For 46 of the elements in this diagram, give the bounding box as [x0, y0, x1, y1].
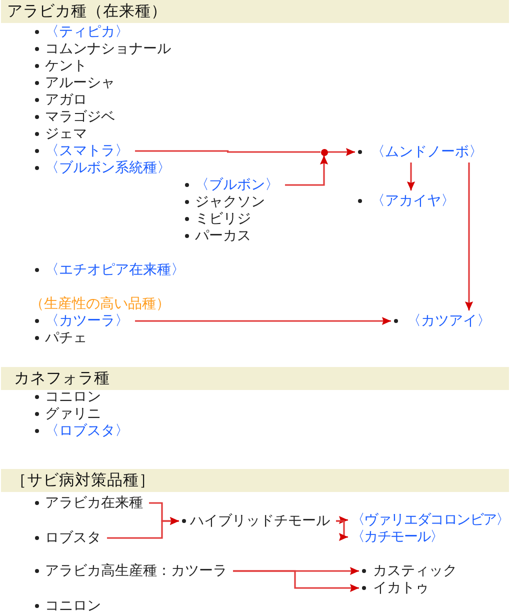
variety-name: アガロ: [45, 92, 87, 108]
variety-name: ケント: [45, 58, 87, 74]
variety-name: 〈ヴァリエダコロンビア〉: [351, 512, 510, 528]
variety-name: アラビカ高生産種：カツーラ: [45, 562, 227, 580]
variety-name: ジェマ: [45, 126, 87, 142]
variety-name: 〈ティピカ〉: [45, 24, 129, 40]
arrow: [107, 516, 179, 539]
group-note: （生産性の高い品種）: [30, 296, 170, 312]
variety-name: 〈アカイヤ〉: [371, 192, 455, 210]
variety-name: 〈エチオピア在来種〉: [45, 262, 185, 278]
variety-name: ハイブリッドチモール: [190, 512, 330, 530]
variety-name: パチェ: [45, 330, 87, 346]
arrow: [464, 162, 474, 310]
section-band: ［サビ病対策品種］: [1, 469, 509, 492]
variety-name: カスティック: [373, 562, 457, 580]
section-band: アラビカ種（在来種）: [1, 0, 509, 23]
variety-name: ミビリジ: [195, 210, 251, 228]
arrow: [233, 570, 359, 592]
variety-name: アラビカ在来種: [45, 494, 143, 512]
variety-name: 〈ブルボン系統種〉: [45, 160, 171, 176]
variety-name: 〈カツアイ〉: [407, 312, 491, 330]
variety-name: 〈ブルボン〉: [195, 176, 279, 194]
variety-name: コニロン: [45, 388, 101, 406]
arrow: [336, 516, 348, 524]
variety-name: 〈ムンドノーボ〉: [371, 144, 483, 160]
junction-dot: [320, 148, 328, 156]
variety-name: アルーシャ: [45, 74, 115, 92]
arrow: [336, 520, 348, 542]
section-band: カネフォラ種: [1, 367, 509, 390]
variety-name: マラゴジベ: [45, 108, 115, 126]
arrow: [328, 148, 355, 156]
variety-name: ロブスタ: [45, 530, 101, 546]
variety-name: コムンナショナール: [45, 40, 171, 58]
variety-name: グァリニ: [45, 406, 101, 422]
variety-name: ジャクソン: [195, 194, 265, 210]
connector-line: [135, 150, 320, 153]
variety-name: 〈ロブスタ〉: [45, 422, 129, 440]
variety-name: 〈カチモール〉: [351, 528, 444, 546]
variety-name: イカトゥ: [373, 580, 429, 596]
arrow: [285, 156, 328, 186]
variety-name: コニロン: [45, 598, 101, 613]
arrow: [135, 316, 391, 326]
variety-name: 〈カツーラ〉: [45, 312, 129, 330]
variety-name: パーカス: [195, 228, 251, 244]
arrow: [406, 162, 416, 190]
variety-name: 〈スマトラ〉: [45, 142, 129, 160]
